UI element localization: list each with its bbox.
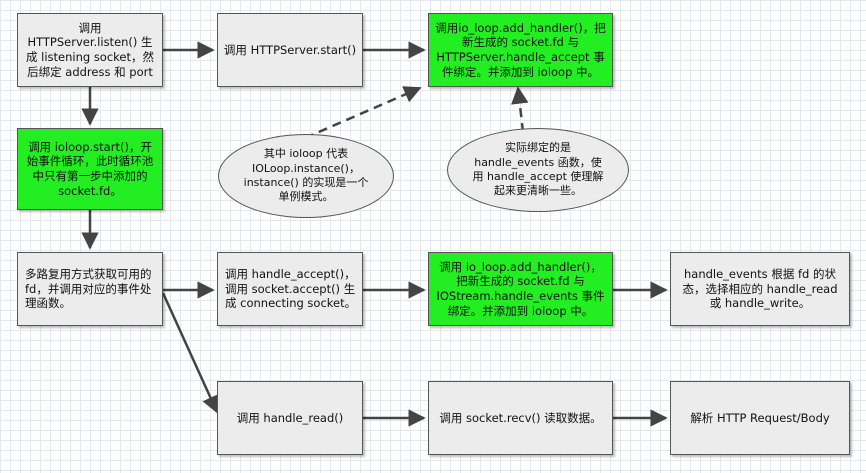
note-ioloop-instance-text: 其中 ioloop 代表 IOLoop.instance()，instance(… — [243, 147, 369, 204]
note-handle-events: 实际绑定的是 handle_events 函数，使用 handle_accept… — [447, 128, 629, 212]
node-add-handler-accept-text: 调用io_loop.add_handler()，把新生成的 socket.fd … — [435, 20, 606, 79]
node-add-handler-accept: 调用io_loop.add_handler()，把新生成的 socket.fd … — [428, 13, 613, 87]
node-parse-request: 解析 HTTP Request/Body — [670, 381, 850, 455]
note-handle-events-text: 实际绑定的是 handle_events 函数，使用 handle_accept… — [472, 141, 604, 198]
note-ioloop-instance: 其中 ioloop 代表 IOLoop.instance()，instance(… — [218, 134, 394, 218]
node-handle-events: handle_events 根据 fd 的状态，选择相应的 handle_rea… — [670, 252, 850, 326]
node-handle-events-text: handle_events 根据 fd 的状态，选择相应的 handle_rea… — [682, 266, 838, 311]
node-handle-read: 调用 handle_read() — [217, 381, 363, 455]
node-add-handler-events-text: 调用 io_loop.add_handler()，把新生成的 socket.fd… — [436, 259, 605, 318]
dashed-arrow-events-note — [511, 86, 529, 133]
dashed-arrow-ioloop-note — [304, 86, 422, 140]
node-ioloop-start-text: 调用 ioloop.start()，开始事件循环，此时循环池中只有第一步中添加的… — [26, 139, 154, 198]
node-handle-read-text: 调用 handle_read() — [236, 410, 344, 425]
node-httpserver-start-text: 调用 HTTPServer.start() — [223, 42, 357, 57]
node-socket-recv-text: 调用 socket.recv() 读取数据。 — [439, 410, 602, 425]
node-httpserver-listen-text: 调用 HTTPServer.listen() 生成 listening sock… — [25, 20, 155, 79]
node-handle-accept-text: 调用 handle_accept()，调用 socket.accept() 生成… — [225, 266, 357, 311]
node-ioloop-start: 调用 ioloop.start()，开始事件循环，此时循环池中只有第一步中添加的… — [17, 128, 163, 210]
node-socket-recv: 调用 socket.recv() 读取数据。 — [428, 381, 613, 455]
arrow-multiplex-to-handle-read — [161, 292, 219, 414]
node-multiplex: 多路复用方式获取可用的 fd，并调用对应的事件处理函数。 — [17, 252, 163, 326]
node-handle-accept: 调用 handle_accept()，调用 socket.accept() 生成… — [217, 252, 363, 326]
node-parse-request-text: 解析 HTTP Request/Body — [690, 410, 830, 425]
node-httpserver-listen: 调用 HTTPServer.listen() 生成 listening sock… — [17, 13, 163, 87]
node-httpserver-start: 调用 HTTPServer.start() — [217, 13, 363, 87]
node-multiplex-text: 多路复用方式获取可用的 fd，并调用对应的事件处理函数。 — [25, 266, 152, 311]
node-add-handler-events: 调用 io_loop.add_handler()，把新生成的 socket.fd… — [428, 252, 613, 326]
